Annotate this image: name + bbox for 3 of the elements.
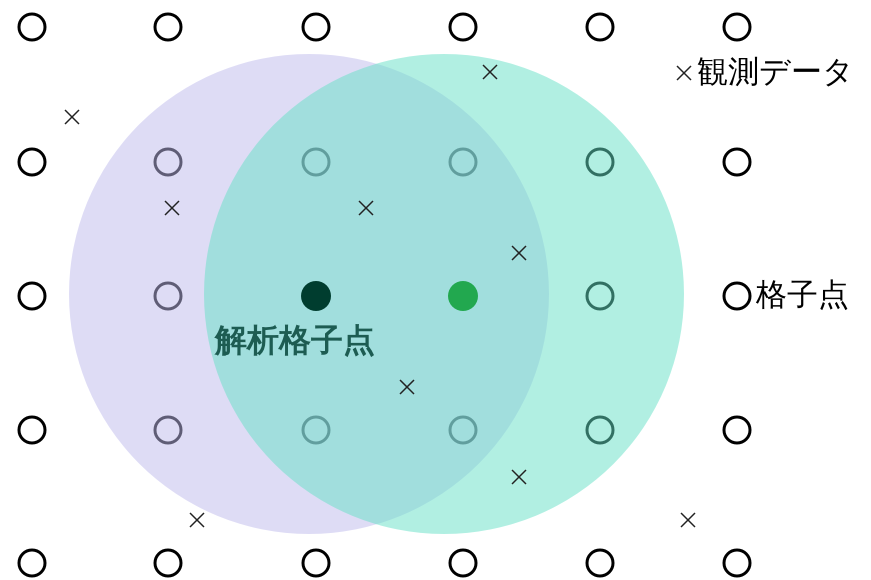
legend-label: 観測データ bbox=[697, 57, 854, 88]
point-label: 解析格子点 bbox=[215, 324, 375, 356]
legend-label: 格子点 bbox=[756, 280, 849, 311]
